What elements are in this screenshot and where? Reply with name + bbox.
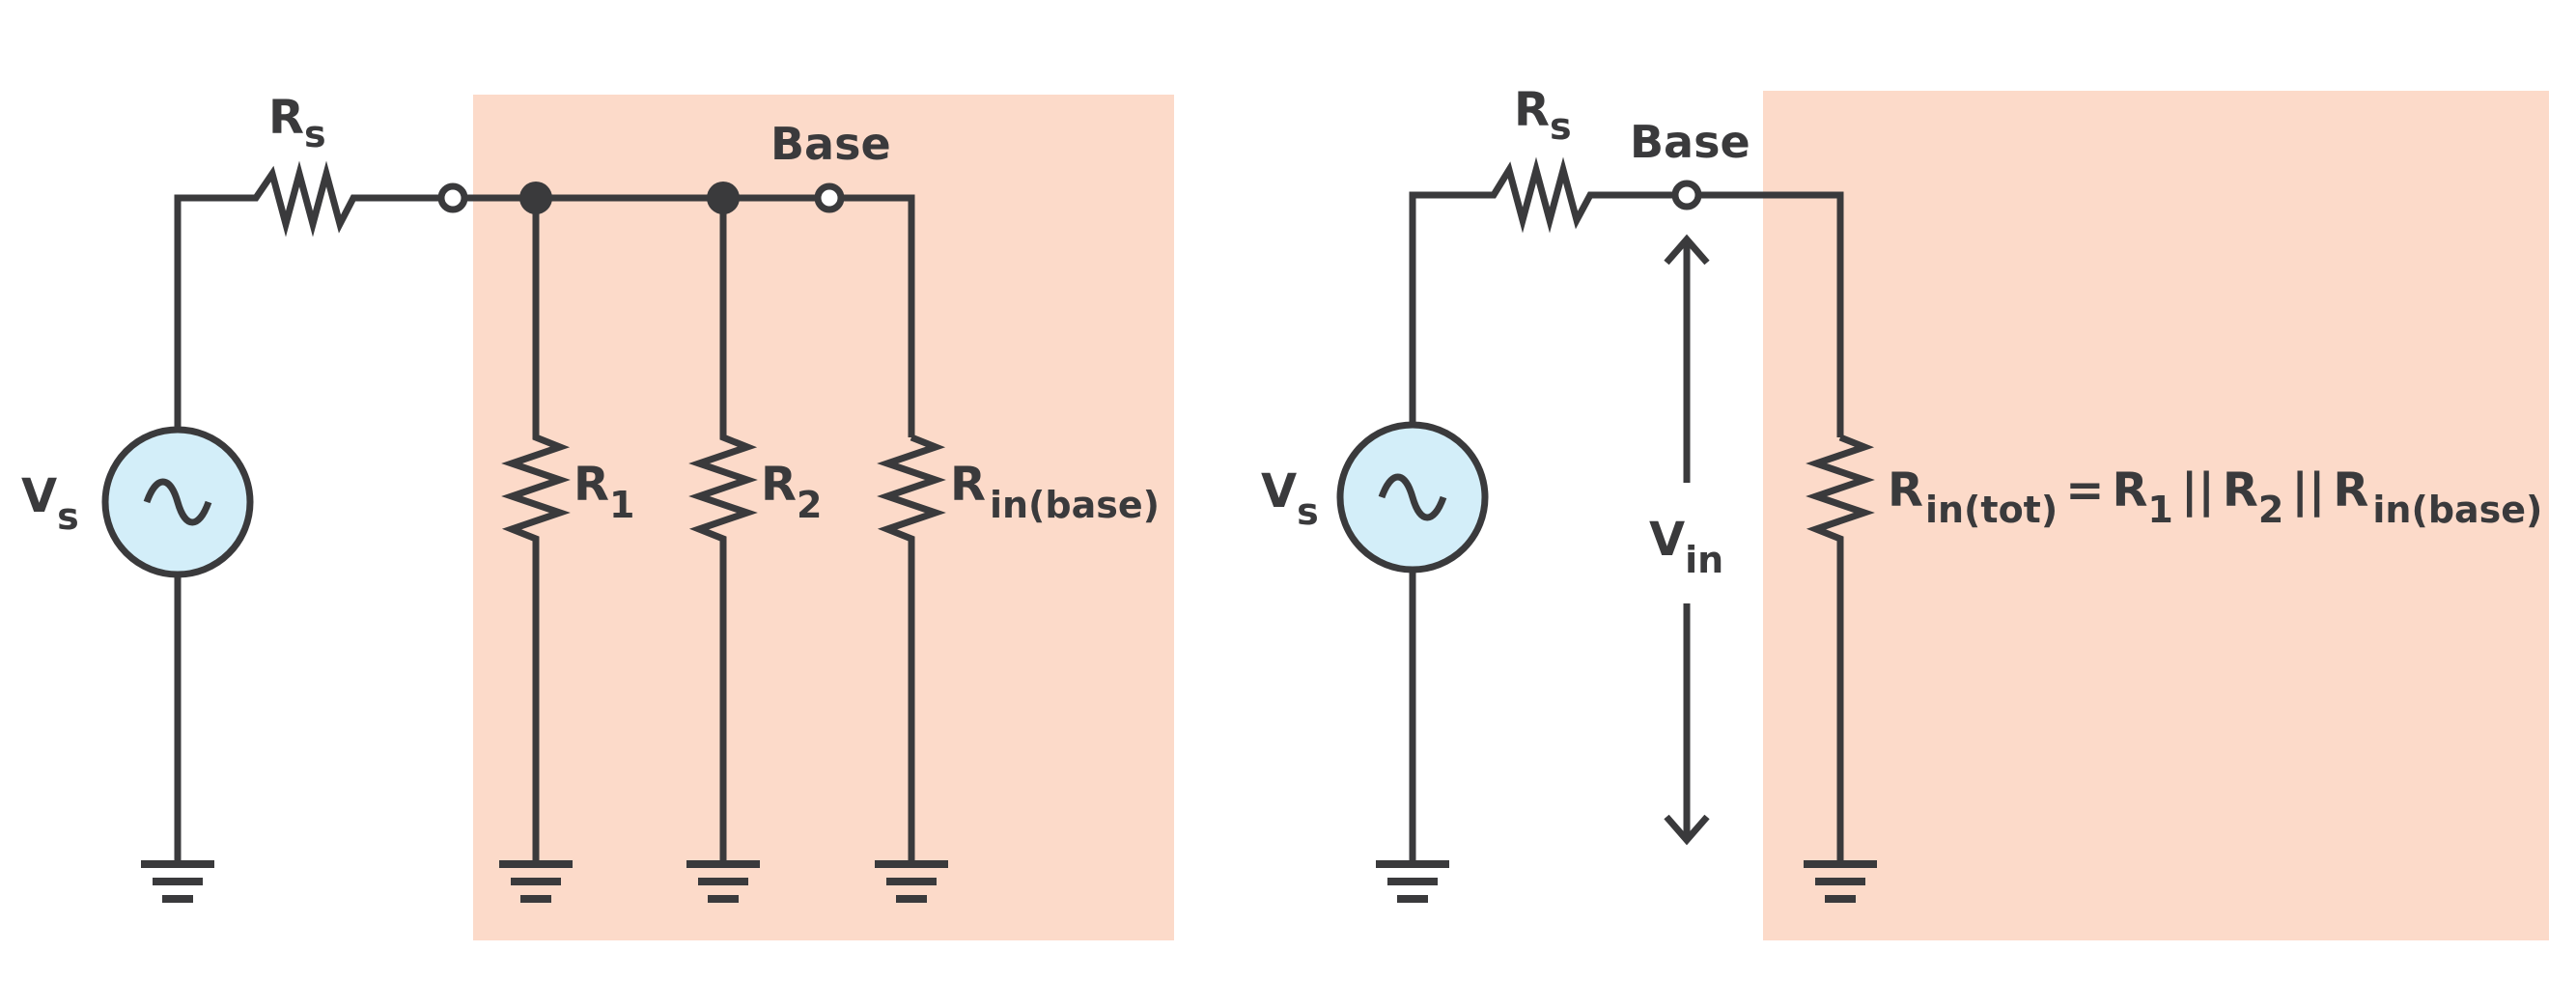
right-source-wire <box>1409 156 1675 425</box>
rs-label: Rs <box>1514 83 1572 148</box>
base-terminal <box>1671 180 1702 210</box>
r1-branch <box>501 198 571 864</box>
vs-label: Vs <box>21 469 79 538</box>
left-source-wire <box>174 160 442 430</box>
rin-tot-branch <box>1806 434 1875 864</box>
ground-icon <box>499 860 573 903</box>
ground-icon <box>1804 860 1877 903</box>
ac-source-icon <box>101 426 254 578</box>
terminal-node <box>437 182 468 213</box>
vin-label: Vin <box>1649 513 1723 581</box>
r2-label: R2 <box>761 458 822 526</box>
rs-label: Rs <box>268 91 326 155</box>
junction-dot <box>519 182 552 214</box>
base-label: Base <box>770 118 891 170</box>
ground-icon <box>141 860 214 903</box>
junction-dot <box>707 182 740 214</box>
ac-source-icon <box>1336 421 1489 574</box>
right-base-wire <box>1698 191 1844 437</box>
left-base-wire <box>841 194 915 437</box>
r2-branch <box>688 198 758 864</box>
left-input-region <box>473 95 1174 940</box>
r1-label: R1 <box>574 458 634 526</box>
ground-icon <box>1376 860 1449 903</box>
base-terminal <box>814 182 845 213</box>
ground-icon <box>686 860 760 903</box>
vin-arrow-down <box>1664 603 1710 846</box>
ground-icon <box>875 860 948 903</box>
vs-label: Vs <box>1261 464 1319 533</box>
right-input-region <box>1763 91 2549 940</box>
vin-arrow-up <box>1664 234 1710 483</box>
base-label: Base <box>1630 116 1750 168</box>
rin-base-branch <box>877 434 946 864</box>
